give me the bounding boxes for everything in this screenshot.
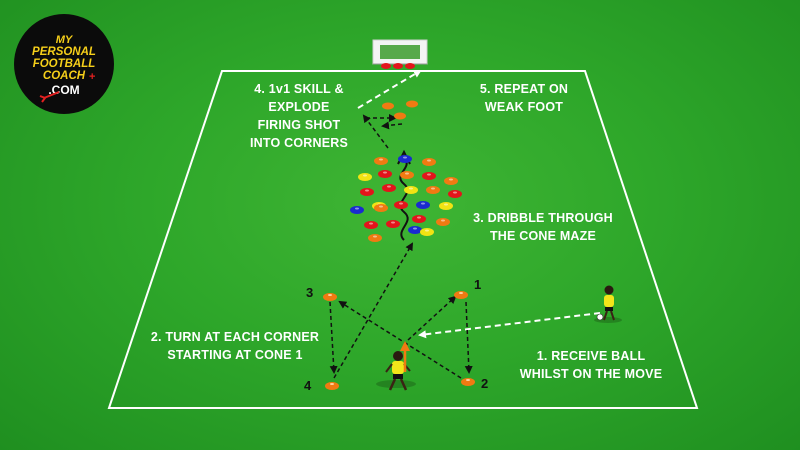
cone-number-3: 3 <box>306 285 314 300</box>
maze-cone-top <box>413 227 417 230</box>
logo-line-2: PERSONAL <box>32 46 96 58</box>
cone-1 <box>454 291 468 299</box>
cone-4 <box>325 382 339 390</box>
maze-cone-top <box>391 221 395 224</box>
maze-cone-top <box>417 216 421 219</box>
maze-cone <box>426 186 440 194</box>
maze-cone <box>400 171 414 179</box>
maze-cone <box>350 206 364 214</box>
maze-cone-top <box>453 191 457 194</box>
cone-number-2: 2 <box>481 376 489 391</box>
maze-cone <box>394 201 408 209</box>
logo-line-1: MY <box>55 34 73 46</box>
dribble-maze-path <box>397 149 411 241</box>
maze-cone <box>364 221 378 229</box>
maze-cone-top <box>441 219 445 222</box>
logo-line-4: COACH <box>42 70 86 82</box>
maze-cone-top <box>425 229 429 232</box>
maze-cone <box>436 218 450 226</box>
maze-cone-top <box>365 189 369 192</box>
pass-to-player <box>418 312 601 339</box>
maze-cone-top <box>427 159 431 162</box>
maze-cone <box>412 215 426 223</box>
maze-cone <box>378 170 392 178</box>
maze-cone-top <box>444 203 448 206</box>
receiving-player <box>376 351 416 391</box>
skill-cones <box>382 100 418 120</box>
maze-cone <box>374 204 388 212</box>
logo-arrow-icon: + <box>39 71 95 103</box>
label-step-1: 1. RECEIVE BALL WHILST ON THE MOVE <box>519 349 663 381</box>
corner-cones <box>323 291 475 390</box>
maze-cone <box>439 202 453 210</box>
label-step-2: 2. TURN AT EACH CORNER STARTING AT CONE … <box>150 330 320 362</box>
maze-cone-top <box>431 187 435 190</box>
cone-maze <box>350 155 462 242</box>
maze-cone-top <box>409 187 413 190</box>
label-step-3: 3. DRIBBLE THROUGH THE CONE MAZE <box>473 211 613 243</box>
cone-number-4: 4 <box>304 378 312 393</box>
svg-text:+: + <box>89 71 95 83</box>
label-step-5: 5. REPEAT ON WEAK FOOT <box>479 82 569 114</box>
maze-cone-top <box>383 171 387 174</box>
maze-cone <box>420 228 434 236</box>
maze-cone-top <box>403 156 407 159</box>
maze-cone-top <box>373 235 377 238</box>
brand-logo: MY PERSONAL FOOTBALL COACH .COM + <box>14 14 114 114</box>
maze-cone-top <box>427 173 431 176</box>
passing-player <box>594 285 622 323</box>
maze-cone <box>368 234 382 242</box>
maze-cone <box>408 226 422 234</box>
maze-cone-top <box>399 202 403 205</box>
logo-line-3: FOOTBALL <box>32 58 96 70</box>
maze-cone <box>358 173 372 181</box>
shot-path <box>357 69 422 109</box>
maze-cone-top <box>449 178 453 181</box>
maze-cone <box>416 201 430 209</box>
maze-cone-top <box>405 172 409 175</box>
goal <box>372 39 428 65</box>
maze-cone-top <box>363 174 367 177</box>
maze-cone <box>398 155 412 163</box>
pitch-boundary <box>107 70 699 409</box>
cone-3 <box>323 293 337 301</box>
cone-number-1: 1 <box>474 277 482 292</box>
maze-cone-top <box>369 222 373 225</box>
maze-cone-top <box>387 185 391 188</box>
maze-cone <box>422 158 436 166</box>
cone-2 <box>461 378 475 386</box>
maze-cone <box>382 184 396 192</box>
maze-cone <box>360 188 374 196</box>
maze-cone <box>386 220 400 228</box>
corner-turn-paths <box>329 242 473 379</box>
maze-cone-top <box>379 158 383 161</box>
maze-cone-top <box>421 202 425 205</box>
maze-cone <box>444 177 458 185</box>
maze-cone <box>404 186 418 194</box>
maze-cone <box>448 190 462 198</box>
maze-cone <box>374 157 388 165</box>
maze-cone-top <box>379 205 383 208</box>
skill-paths <box>362 114 403 149</box>
label-step-4: 4. 1v1 SKILL & EXPLODE FIRING SHOT INTO … <box>249 82 348 150</box>
maze-cone-top <box>355 207 359 210</box>
maze-cone <box>422 172 436 180</box>
goal-cones <box>381 63 415 69</box>
